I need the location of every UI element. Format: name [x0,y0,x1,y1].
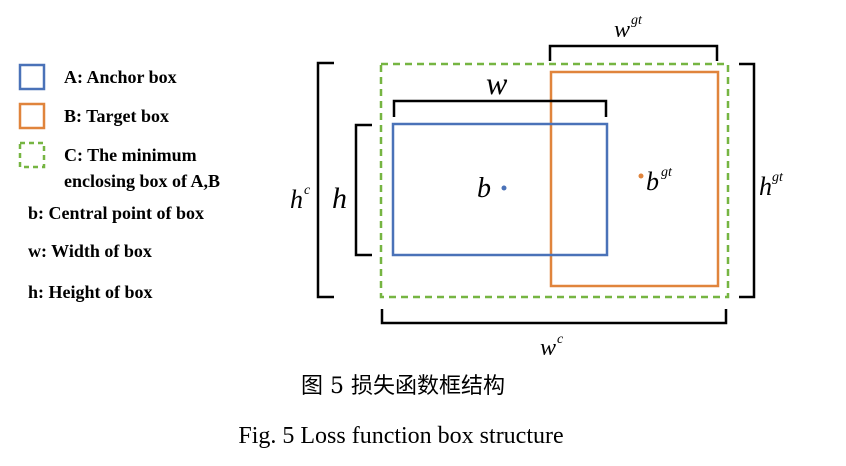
bgt-label: b gt [646,165,673,196]
wgt-label: w gt [614,13,643,43]
anchor-center-point [501,185,507,191]
bgt-label-sup: gt [661,165,673,180]
wgt-label-base: w [614,17,630,43]
legend-height: h: Height of box [28,282,153,302]
b-label: b [477,173,491,204]
caption-chinese: 图 5 损失函数框结构 [301,374,505,399]
hc-label-base: h [290,185,303,214]
legend: A: Anchor box B: Target box C: The minim… [18,63,220,302]
wgt-bracket [548,44,719,61]
legend-width: w: Width of box [28,241,152,261]
wc-label-sup: c [557,332,564,347]
hgt-bracket [739,62,756,299]
anchor-box [391,122,609,257]
hc-bracket [316,61,334,299]
legend-enclosing-label-line2: enclosing box of A,B [64,171,220,191]
legend-target-label: B: Target box [64,106,169,126]
legend-enclosing-label-line1: C: The minimum [64,145,197,165]
bgt-label-base: b [646,167,659,196]
target-box [549,70,720,288]
caption-english: Fig. 5 Loss function box structure [238,423,563,449]
wgt-label-sup: gt [631,13,643,28]
h-bracket [354,123,372,257]
wc-label-base: w [540,335,556,361]
h-label: h [332,182,347,215]
hgt-label-sup: gt [772,170,784,185]
legend-enclosing-swatch [18,141,46,169]
hgt-label-base: h [759,172,772,201]
legend-central-point: b: Central point of box [28,203,204,223]
w-bracket [392,99,608,117]
wc-bracket [380,309,728,325]
enclosing-box [379,62,730,299]
legend-anchor-label: A: Anchor box [64,67,177,87]
w-label: w [486,65,508,101]
hgt-label: h gt [759,170,784,201]
wc-label: w c [540,332,564,361]
hc-label-sup: c [304,183,311,198]
target-center-point [638,173,644,179]
legend-target-swatch [18,102,46,130]
hc-label: h c [290,183,311,214]
legend-anchor-swatch [18,63,46,91]
